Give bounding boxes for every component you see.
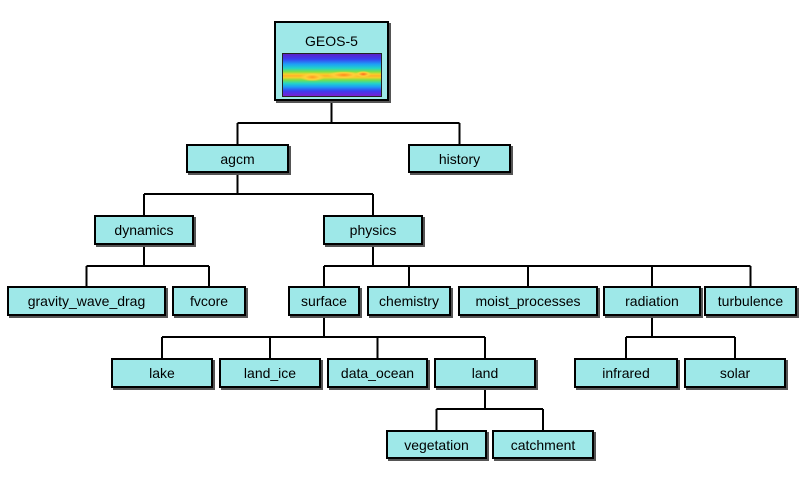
node-geos5: GEOS-5 [274, 21, 389, 101]
node-data-ocean: data_ocean [327, 358, 428, 388]
node-solar: solar [684, 358, 786, 388]
node-gravity-wave-drag: gravity_wave_drag [7, 286, 166, 316]
node-physics: physics [323, 215, 423, 245]
node-radiation: radiation [603, 286, 701, 316]
node-chemistry: chemistry [367, 286, 451, 316]
node-agcm: agcm [186, 144, 289, 173]
node-land: land [434, 358, 536, 388]
node-land-ice: land_ice [219, 358, 321, 388]
node-turbulence: turbulence [704, 286, 797, 316]
global-field-map-image [281, 53, 382, 97]
node-geos5-label: GEOS-5 [305, 33, 358, 49]
node-history: history [408, 144, 511, 173]
node-catchment: catchment [492, 430, 594, 459]
node-infrared: infrared [574, 358, 678, 388]
node-surface: surface [288, 286, 360, 316]
node-vegetation: vegetation [386, 430, 487, 459]
node-fvcore: fvcore [172, 286, 246, 316]
node-moist-processes: moist_processes [458, 286, 598, 316]
node-lake: lake [111, 358, 213, 388]
node-dynamics: dynamics [94, 215, 194, 245]
